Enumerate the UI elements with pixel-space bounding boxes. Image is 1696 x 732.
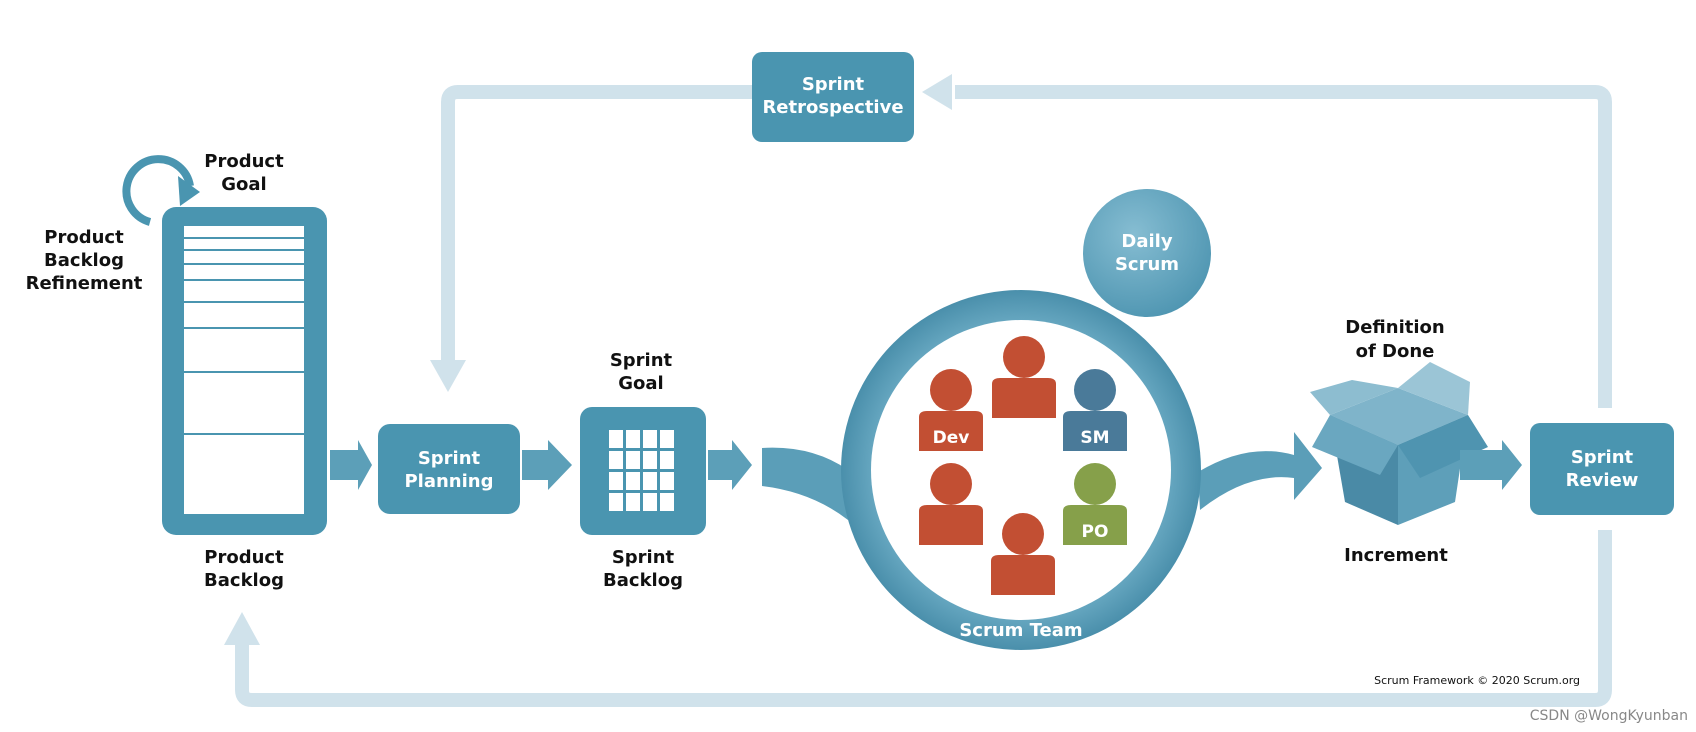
product-backlog-line2: Backlog: [204, 570, 284, 591]
arrow-into-backlog-icon: [224, 612, 260, 645]
sm-person-icon: SM: [1063, 369, 1127, 451]
dev-person-icon: Dev: [919, 369, 983, 451]
sprint-retrospective-line1: Sprint: [802, 74, 865, 95]
arrow-increment-to-review-icon: [1460, 440, 1522, 490]
sm-label: SM: [1080, 428, 1109, 448]
sprint-outflow-arrow-icon: [1198, 432, 1322, 510]
arrow-backlog-to-planning-icon: [330, 440, 372, 490]
scrum-team-label: Scrum Team: [959, 620, 1082, 641]
sprint-planning-line2: Planning: [404, 471, 493, 492]
svg-text:Goal: Goal: [221, 174, 266, 195]
sprint-review-line2: Review: [1566, 470, 1639, 491]
sprint-inflow-swoosh: [762, 447, 848, 520]
arrow-into-retrospective-icon: [922, 74, 952, 110]
sprint-retrospective-box: Sprint Retrospective: [752, 52, 914, 142]
refinement-line3: Refinement: [26, 273, 143, 294]
increment-box-icon: [1310, 362, 1488, 525]
product-backlog-box: [162, 207, 327, 535]
po-person-icon: PO: [1063, 463, 1127, 545]
sprint-goal-line2: Goal: [618, 373, 663, 394]
refinement-line2: Backlog: [44, 250, 124, 271]
increment-label: Increment: [1344, 545, 1448, 566]
product-backlog-line1: Product: [204, 547, 284, 568]
sprint-planning-box: Sprint Planning: [378, 424, 520, 514]
product-goal-line2: Goal: [221, 174, 266, 195]
person-icon: [991, 513, 1055, 595]
arrow-sprint-backlog-to-sprint-icon: [708, 440, 752, 490]
sprint-backlog-box: [580, 407, 706, 535]
review-to-backlog-loop: [224, 530, 1612, 707]
sprint-retrospective-line2: Retrospective: [762, 97, 903, 118]
sprint-backlog-line1: Sprint: [612, 547, 675, 568]
person-icon: [919, 463, 983, 545]
sprint-goal-line1: Sprint: [610, 350, 673, 371]
refinement-cycle-icon: [122, 155, 200, 226]
definition-of-done-line1: Definition: [1345, 317, 1444, 338]
sprint-review-box: Sprint Review: [1530, 423, 1674, 515]
daily-scrum-circle: Daily Scrum: [1083, 189, 1211, 317]
watermark-text: CSDN @WongKyunban: [1530, 708, 1688, 724]
sprint-backlog-line2: Backlog: [603, 570, 683, 591]
po-label: PO: [1082, 522, 1109, 542]
sprint-review-line1: Sprint: [1571, 447, 1634, 468]
product-goal-line1: Product: [204, 151, 284, 172]
daily-scrum-line1: Daily: [1121, 231, 1172, 252]
daily-scrum-line2: Scrum: [1115, 254, 1179, 275]
sprint-planning-line1: Sprint: [418, 448, 481, 469]
copyright-text: Scrum Framework © 2020 Scrum.org: [1374, 674, 1580, 687]
person-icon: [992, 336, 1056, 418]
retrospective-loop: [430, 74, 1612, 408]
definition-of-done-line2: of Done: [1356, 341, 1435, 362]
arrow-planning-to-sprint-backlog-icon: [522, 440, 572, 490]
refinement-line1: Product: [44, 227, 124, 248]
dev-label: Dev: [933, 428, 970, 448]
svg-text:Product: Product: [204, 151, 284, 172]
arrow-into-planning-icon: [430, 360, 466, 392]
